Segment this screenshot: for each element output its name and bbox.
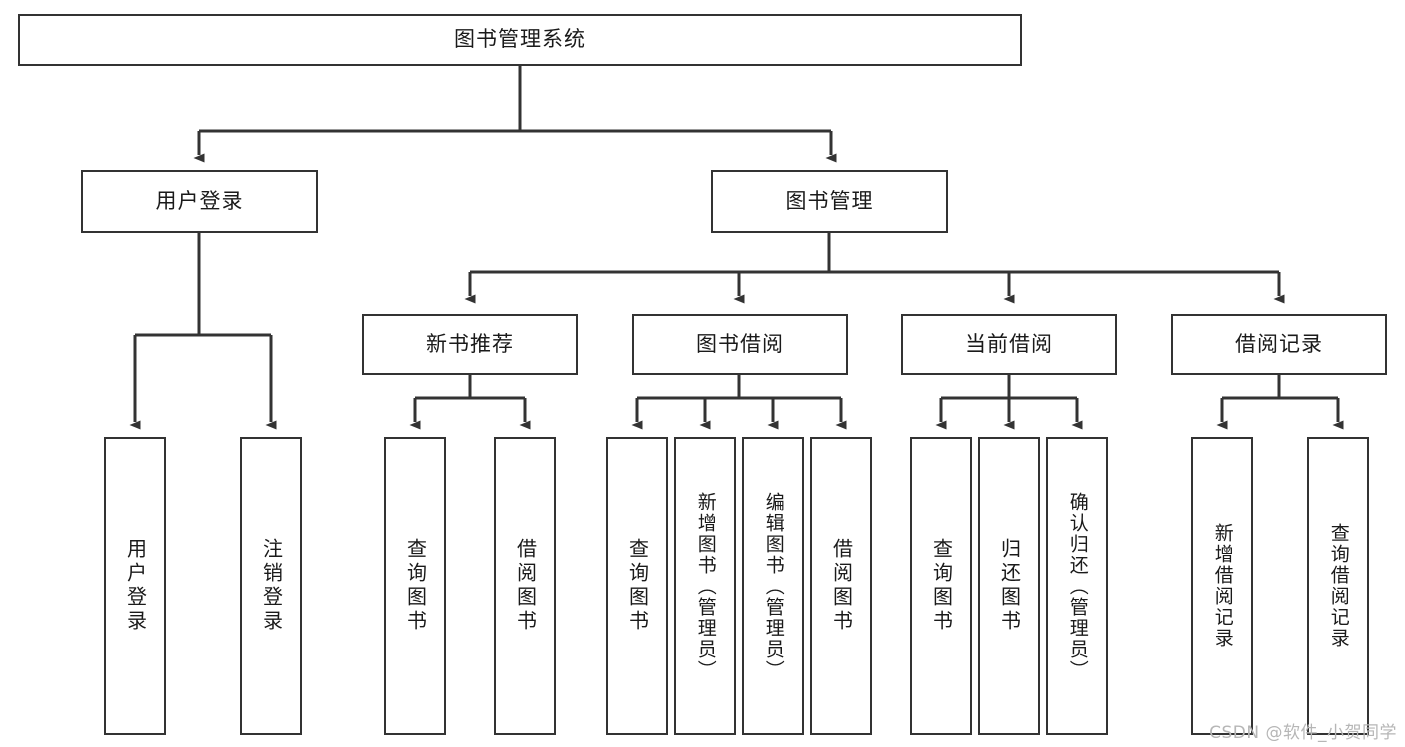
- node-leaf-query-book-3[interactable]: 查询图书: [910, 437, 972, 735]
- node-leaf-add-book-label: 新增图书（管理员）: [694, 491, 717, 681]
- node-leaf-add-record-label: 新增借阅记录: [1211, 523, 1234, 649]
- node-leaf-confirm-return-label: 确认归还（管理员）: [1066, 491, 1089, 681]
- node-leaf-query-book-3-label: 查询图书: [929, 538, 954, 634]
- node-leaf-add-record[interactable]: 新增借阅记录: [1191, 437, 1253, 735]
- node-leaf-user-logout[interactable]: 注销登录: [240, 437, 302, 735]
- node-leaf-user-login-label: 用户登录: [123, 538, 148, 634]
- node-new-book-rec-label: 新书推荐: [426, 331, 514, 356]
- node-leaf-borrow-book-2-label: 借阅图书: [829, 538, 854, 634]
- node-leaf-user-logout-label: 注销登录: [259, 538, 284, 634]
- node-leaf-user-login[interactable]: 用户登录: [104, 437, 166, 735]
- node-book-manage-label: 图书管理: [785, 188, 874, 213]
- node-book-manage[interactable]: 图书管理: [711, 170, 948, 233]
- node-leaf-query-book-2[interactable]: 查询图书: [606, 437, 668, 735]
- node-root[interactable]: 图书管理系统: [18, 14, 1022, 66]
- node-leaf-borrow-book-2[interactable]: 借阅图书: [810, 437, 872, 735]
- node-leaf-borrow-book-1[interactable]: 借阅图书: [494, 437, 556, 735]
- node-leaf-query-book-2-label: 查询图书: [625, 538, 650, 634]
- node-user-login[interactable]: 用户登录: [81, 170, 318, 233]
- node-leaf-edit-book[interactable]: 编辑图书（管理员）: [742, 437, 804, 735]
- node-leaf-query-record[interactable]: 查询借阅记录: [1307, 437, 1369, 735]
- node-current-borrow-label: 当前借阅: [965, 331, 1053, 356]
- node-book-borrow[interactable]: 图书借阅: [632, 314, 848, 375]
- node-borrow-record-label: 借阅记录: [1235, 331, 1323, 356]
- node-leaf-add-book[interactable]: 新增图书（管理员）: [674, 437, 736, 735]
- node-leaf-return-book[interactable]: 归还图书: [978, 437, 1040, 735]
- node-leaf-borrow-book-1-label: 借阅图书: [513, 538, 538, 634]
- node-leaf-confirm-return[interactable]: 确认归还（管理员）: [1046, 437, 1108, 735]
- node-leaf-query-book-1[interactable]: 查询图书: [384, 437, 446, 735]
- node-new-book-rec[interactable]: 新书推荐: [362, 314, 578, 375]
- node-leaf-return-book-label: 归还图书: [997, 538, 1022, 634]
- node-user-login-label: 用户登录: [155, 188, 244, 213]
- node-leaf-edit-book-label: 编辑图书（管理员）: [762, 491, 785, 681]
- node-root-label: 图书管理系统: [454, 27, 586, 52]
- node-book-borrow-label: 图书借阅: [696, 331, 784, 356]
- node-leaf-query-record-label: 查询借阅记录: [1327, 523, 1350, 649]
- node-leaf-query-book-1-label: 查询图书: [403, 538, 428, 634]
- watermark: CSDN @软件_小贺同学: [1209, 723, 1397, 743]
- node-borrow-record[interactable]: 借阅记录: [1171, 314, 1387, 375]
- node-current-borrow[interactable]: 当前借阅: [901, 314, 1117, 375]
